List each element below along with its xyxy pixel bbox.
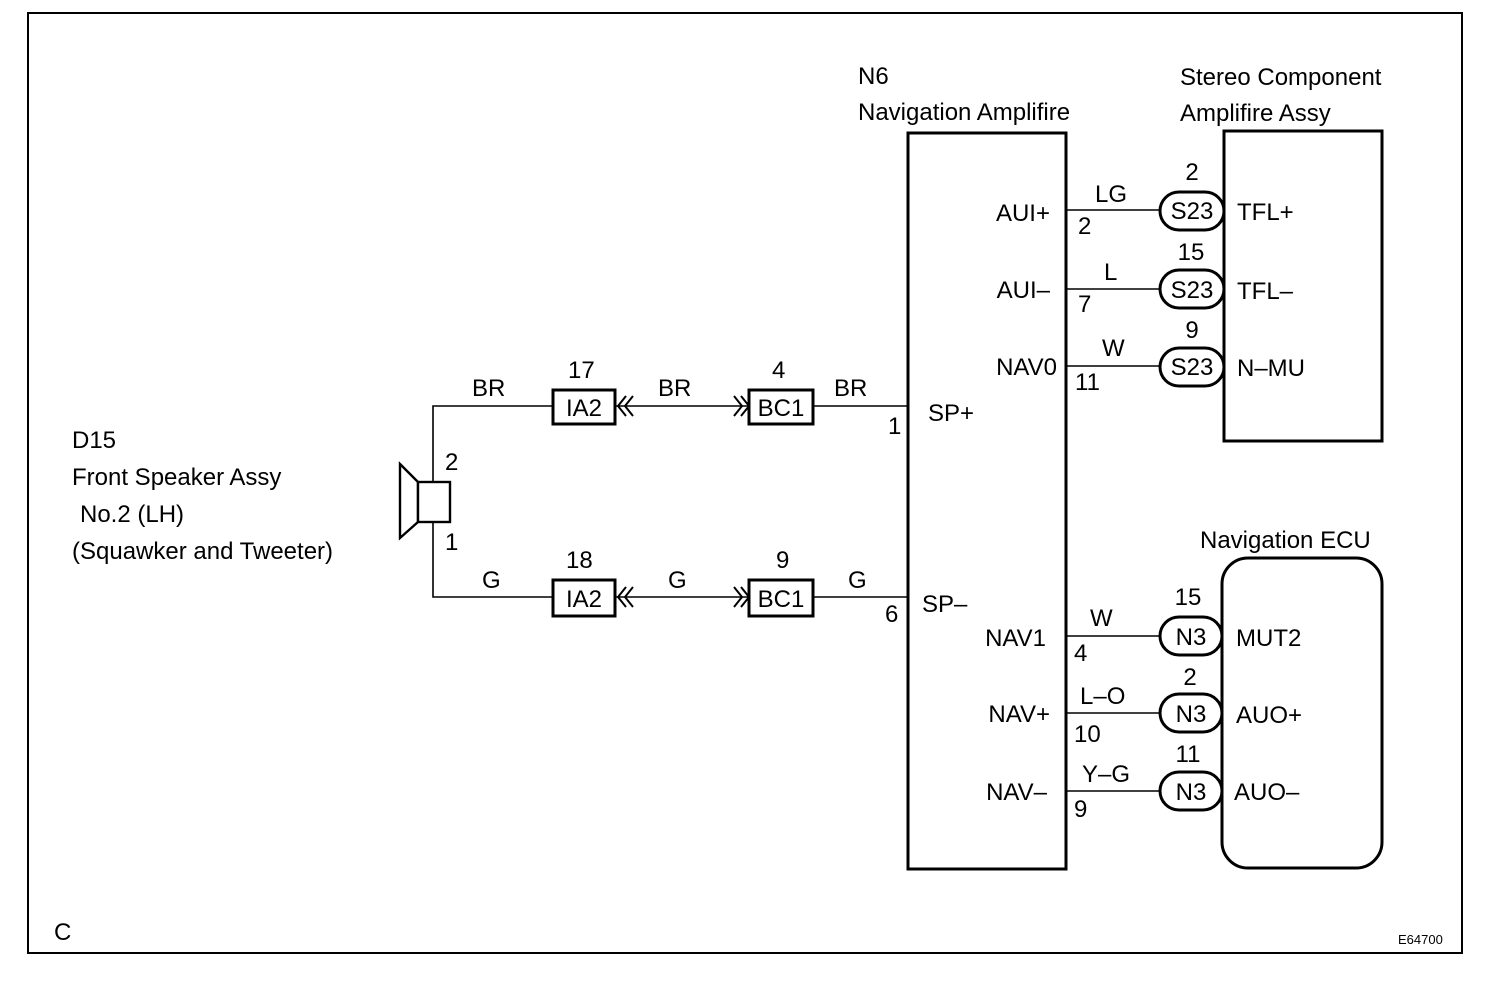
connector-bc1-box [747, 388, 815, 426]
nav-amp-pin-label: AUI+ [996, 200, 1050, 227]
connector-bc1-label: BC1 [758, 586, 805, 613]
right-wire-nav-minus: 9 Y–G 11 N3 [1066, 741, 1224, 823]
speaker-code: D15 [72, 427, 116, 454]
wire-color-label: L [1104, 259, 1117, 286]
wire-color-label: BR [834, 375, 867, 402]
connector-bc1-box [747, 578, 815, 618]
nav-ecu-pin: AUO– [1234, 779, 1300, 806]
corner-label: C [54, 919, 71, 946]
speaker-pin-top: 2 [445, 449, 458, 476]
nav-amp-pin-number: 10 [1074, 721, 1101, 748]
nav-amp-pin-label: NAV– [986, 779, 1048, 806]
connector-ia2-label: IA2 [566, 395, 602, 422]
stereo-amp-name-line2: Amplifire Assy [1180, 100, 1331, 127]
stereo-amp-pin: TFL– [1237, 278, 1294, 305]
nav-amp-pin-number: 4 [1074, 640, 1087, 667]
connector-pin-label: 15 [1178, 239, 1205, 266]
wire-color-label: Y–G [1082, 761, 1130, 788]
connector-ia2-label: IA2 [566, 586, 602, 613]
connector-s23-label: S23 [1171, 277, 1214, 304]
nav-ecu-pin: AUO+ [1236, 702, 1302, 729]
right-wire-aui-plus: 2 LG 2 S23 [1066, 159, 1226, 240]
stereo-amp-pin: N–MU [1237, 355, 1305, 382]
connector-pin-label: 11 [1176, 741, 1201, 768]
right-wire-nav1: 4 W 15 N3 [1066, 584, 1224, 667]
speaker-type: (Squawker and Tweeter) [72, 538, 333, 565]
connector-pin-label: 17 [568, 357, 595, 384]
nav-amp-pin-number: 11 [1075, 369, 1100, 396]
nav-amp-pin-label: NAV0 [996, 354, 1057, 381]
wire-color-label: BR [472, 375, 505, 402]
wire-row-sp-minus: G 18 IA2 G 9 BC1 G [432, 522, 908, 618]
connector-s23-label: S23 [1171, 198, 1214, 225]
connector-pin-label: 2 [1183, 664, 1196, 691]
stereo-amp-pin: TFL+ [1237, 199, 1294, 226]
connector-pin-label: 9 [776, 547, 789, 574]
chevron-connector-icon [616, 586, 634, 608]
stereo-amp-box [1222, 129, 1384, 443]
wire-color-label: W [1090, 605, 1113, 632]
front-speaker-assy: D15 Front Speaker Assy No.2 (LH) (Squawk… [72, 427, 458, 565]
nav-amp-pin-label: SP– [922, 591, 968, 618]
right-wire-nav-plus: 10 L–O 2 N3 [1066, 664, 1224, 748]
figure-code: E64700 [1398, 932, 1443, 947]
navigation-amplifire: N6 Navigation Amplifire AUI+ AUI– NAV0 S… [858, 63, 1070, 871]
wire-color-label: LG [1095, 181, 1127, 208]
connector-n3-label: N3 [1176, 779, 1207, 806]
connector-ia2-box [551, 388, 617, 426]
wire-row-sp-plus: BR 17 IA2 BR 4 BC1 BR [432, 357, 908, 482]
nav-amp-pin-number: 2 [1078, 213, 1091, 240]
speaker-variant: No.2 (LH) [80, 501, 184, 528]
right-wire-aui-minus: 7 L 15 S23 [1066, 239, 1226, 318]
connector-n3-label: N3 [1176, 701, 1207, 728]
stereo-component-amplifire: Stereo Component Amplifire Assy TFL+ TFL… [1180, 64, 1384, 443]
nav-ecu-name: Navigation ECU [1200, 527, 1371, 554]
navigation-ecu: Navigation ECU MUT2 AUO+ AUO– [1200, 527, 1384, 870]
wire-color-label: BR [658, 375, 691, 402]
speaker-pin-bottom: 1 [445, 529, 458, 556]
nav-amp-pin-number: 6 [885, 601, 898, 628]
connector-pin-label: 2 [1185, 159, 1198, 186]
connector-pin-label: 15 [1175, 584, 1202, 611]
connector-n3-label: N3 [1176, 624, 1207, 651]
wire-color-label: L–O [1080, 683, 1125, 710]
connector-pin-label: 18 [566, 547, 593, 574]
connector-pin-label: 9 [1185, 317, 1198, 344]
connector-s23-label: S23 [1171, 354, 1214, 381]
connector-ia2-box [551, 578, 617, 618]
nav-amp-pin-number: 7 [1078, 291, 1091, 318]
nav-amp-box [906, 131, 1068, 871]
chevron-connector-icon [616, 395, 634, 417]
nav-amp-pin-number: 9 [1074, 796, 1087, 823]
speaker-name: Front Speaker Assy [72, 464, 281, 491]
connector-bc1-label: BC1 [758, 395, 805, 422]
nav-amp-code: N6 [858, 63, 889, 90]
wire-color-label: G [482, 567, 501, 594]
nav-amp-pin-label: NAV1 [985, 625, 1046, 652]
right-wire-nav0: 11 W 9 S23 [1066, 317, 1226, 396]
diagram-frame [27, 12, 1463, 954]
nav-amp-pin-label: AUI– [997, 277, 1051, 304]
nav-amp-pin-number: 1 [888, 413, 901, 440]
nav-amp-pin-label: NAV+ [988, 701, 1050, 728]
wire-color-label: G [848, 567, 867, 594]
speaker-icon [398, 461, 452, 541]
wire-color-label: W [1102, 335, 1125, 362]
nav-amp-name: Navigation Amplifire [858, 99, 1070, 126]
nav-ecu-box [1220, 556, 1384, 870]
connector-pin-label: 4 [772, 357, 785, 384]
nav-ecu-pin: MUT2 [1236, 625, 1301, 652]
nav-amp-pin-label: SP+ [928, 400, 974, 427]
wire-color-label: G [668, 567, 687, 594]
stereo-amp-name-line1: Stereo Component [1180, 64, 1382, 91]
